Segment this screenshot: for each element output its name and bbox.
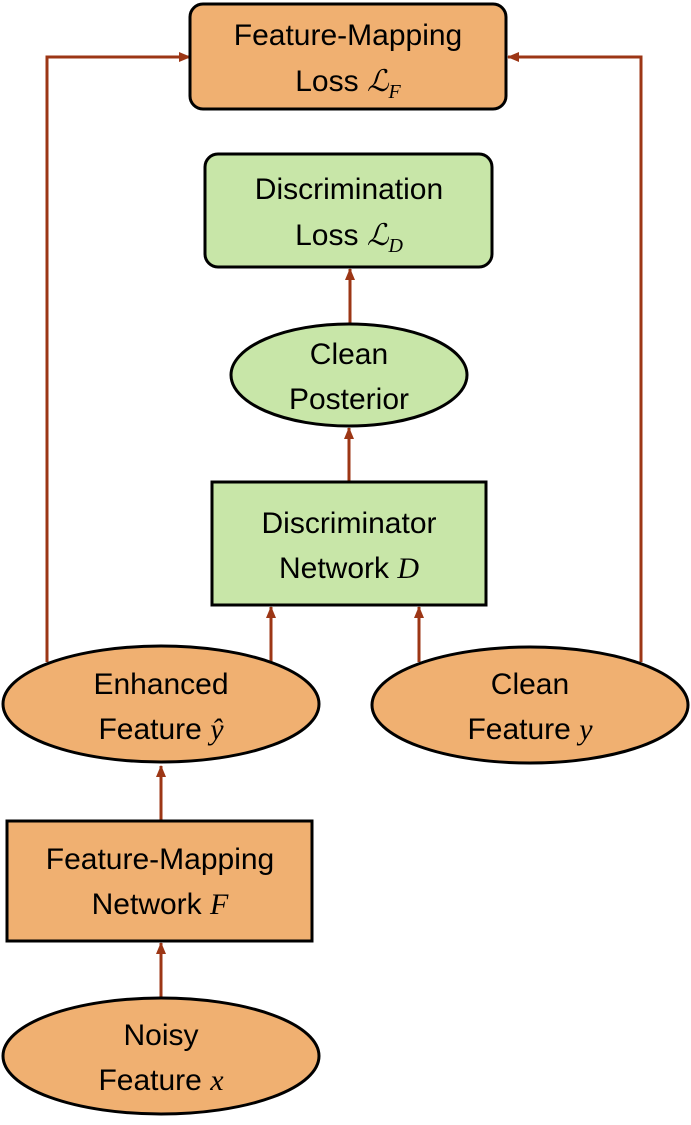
feature-mapping-loss-box: Feature-Mapping Loss ℒF <box>188 2 508 111</box>
fm-network-word: Network <box>92 888 203 921</box>
enhanced-feature-ellipse: Enhanced Feature ŷ <box>1 644 321 764</box>
fm-loss-line2: Loss ℒF <box>295 65 401 103</box>
clean-feature-word: Feature <box>467 713 570 746</box>
disc-loss-word: Loss <box>295 219 358 252</box>
clean-posterior-line1: Clean <box>310 338 388 371</box>
fm-network-symbol: F <box>209 888 229 921</box>
clean-feature-ellipse: Clean Feature y <box>370 645 690 765</box>
discriminator-network-box: Discriminator Network D <box>210 480 488 607</box>
clean-posterior-line2: Posterior <box>289 383 409 416</box>
discriminator-line1: Discriminator <box>261 507 436 540</box>
clean-feature-symbol: y <box>576 713 593 746</box>
fm-network-line2: Network F <box>92 888 229 921</box>
discriminator-symbol: D <box>396 552 419 585</box>
disc-loss-symbol: ℒ <box>367 219 390 252</box>
fm-loss-word: Loss <box>295 65 358 98</box>
noisy-word: Feature <box>98 1064 201 1097</box>
disc-loss-subscript: D <box>387 235 403 257</box>
arrow-clean-to-fm-loss <box>507 52 643 662</box>
enhanced-line2: Feature ŷ <box>98 713 224 746</box>
clean-posterior-ellipse: Clean Posterior <box>229 322 469 428</box>
enhanced-word: Feature <box>98 713 201 746</box>
noisy-feature-ellipse: Noisy Feature x <box>1 996 321 1116</box>
discrimination-loss-box: Discrimination Loss ℒD <box>203 152 494 269</box>
noisy-line1: Noisy <box>123 1019 198 1052</box>
feature-mapping-network-box: Feature-Mapping Network F <box>5 819 314 943</box>
fm-loss-line1: Feature-Mapping <box>234 19 462 52</box>
clean-feature-line1: Clean <box>491 668 569 701</box>
disc-loss-line1: Discrimination <box>255 173 443 206</box>
clean-feature-line2: Feature y <box>467 713 593 746</box>
disc-loss-line2: Loss ℒD <box>295 219 403 257</box>
enhanced-symbol: ŷ <box>207 713 224 746</box>
fm-network-line1: Feature-Mapping <box>46 843 274 876</box>
enhanced-line1: Enhanced <box>93 668 228 701</box>
connectors <box>45 52 643 998</box>
discriminator-line2: Network D <box>279 552 419 585</box>
fm-loss-symbol: ℒ <box>367 65 390 98</box>
arrow-enhanced-to-fm-loss <box>45 52 191 662</box>
noisy-line2: Feature x <box>98 1064 224 1097</box>
discriminator-word: Network <box>279 552 390 585</box>
fm-loss-subscript: F <box>388 81 402 103</box>
noisy-symbol: x <box>209 1064 224 1097</box>
